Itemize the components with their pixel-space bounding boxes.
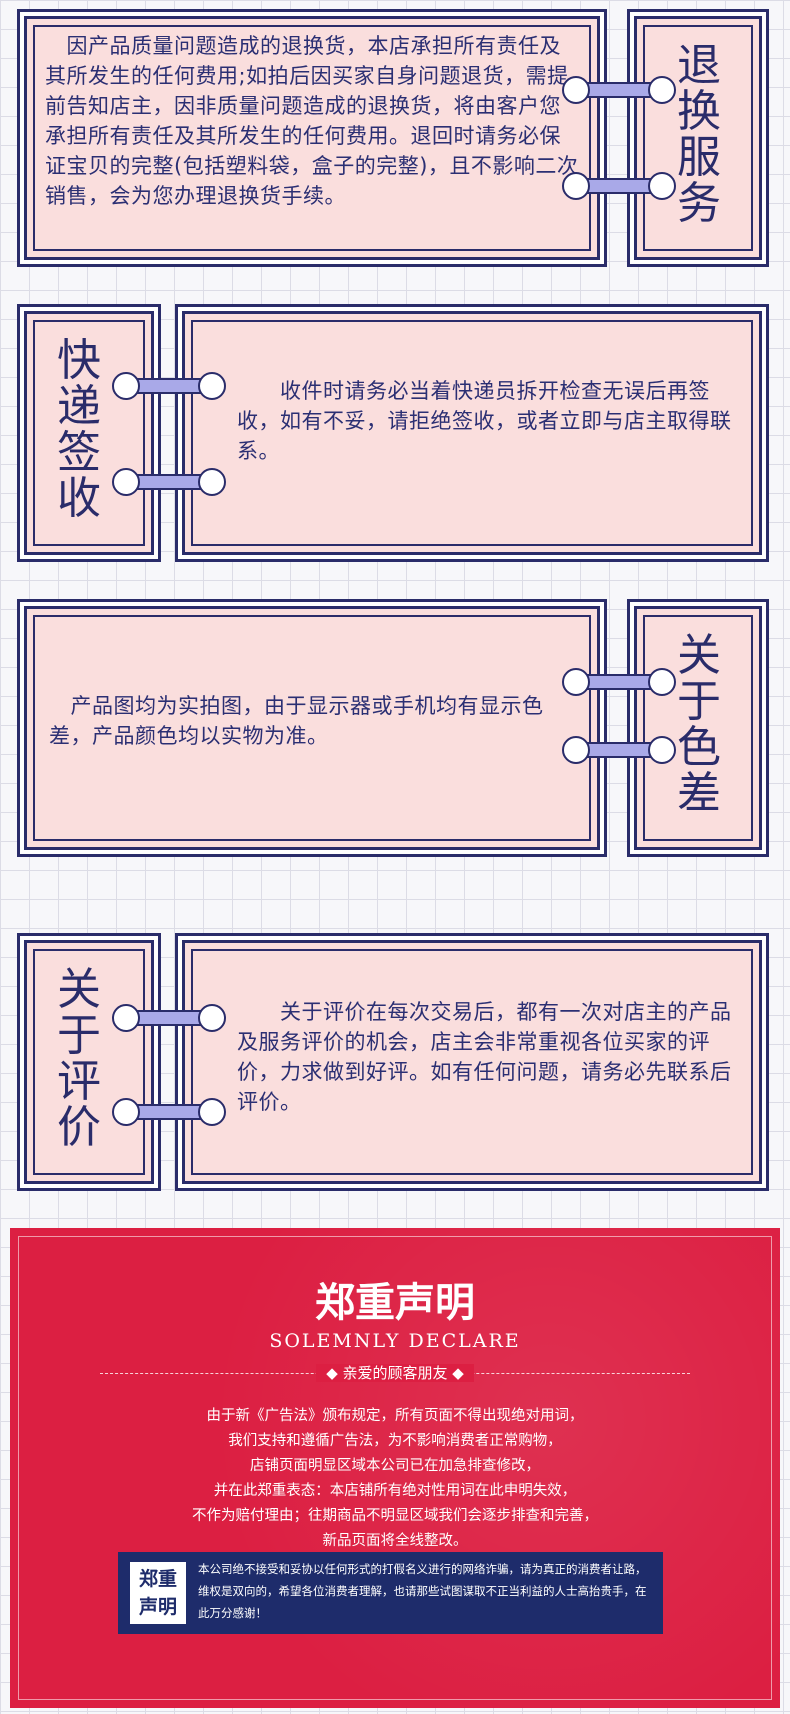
delivery-title: 快递签收 xyxy=(57,335,101,524)
greeting-text: ◆ 亲爱的顾客朋友 ◆ xyxy=(316,1364,474,1382)
binder-ring xyxy=(562,76,676,104)
card-inner-border xyxy=(33,615,591,841)
card-inner-border xyxy=(191,949,753,1175)
review-title: 关于评价 xyxy=(57,964,101,1153)
declaration-subtitle: SOLEMNLY DECLARE xyxy=(269,1330,521,1352)
notice-box: 郑重 声明 本公司绝不接受和妥协以任何形式的打假名义进行的网络诈骗，请为真正的消… xyxy=(118,1552,663,1634)
return-service-text: 因产品质量问题造成的退换货，本店承担所有责任及其所发生的任何费用;如拍后因买家自… xyxy=(45,34,579,208)
color-diff-title: 关于色差 xyxy=(677,630,721,819)
binder-ring xyxy=(112,1098,226,1126)
color-diff-text: 产品图均为实拍图，由于显示器或手机均有显示色差，产品颜色均以实物为准。 xyxy=(49,694,544,748)
binder-ring xyxy=(112,1004,226,1032)
badge-line-2: 声明 xyxy=(138,1596,177,1618)
badge-line-1: 郑重 xyxy=(138,1568,177,1590)
card-inner-border xyxy=(643,25,753,251)
card-inner-border xyxy=(33,25,591,251)
notice-badge: 郑重 声明 xyxy=(130,1562,186,1624)
review-title-card: 关于评价 xyxy=(20,936,158,1188)
return-service-text-card: 因产品质量问题造成的退换货，本店承担所有责任及其所发生的任何费用;如拍后因买家自… xyxy=(20,12,604,264)
binder-ring xyxy=(562,172,676,200)
delivery-text-card: 收件时请务必当着快递员拆开检查无误后再签收，如有不妥，请拒绝签收，或者立即与店主… xyxy=(178,307,766,559)
binder-ring xyxy=(562,736,676,764)
declaration-panel: 郑重声明 SOLEMNLY DECLARE ◆ 亲爱的顾客朋友 ◆ 由于新《广告… xyxy=(10,1228,780,1708)
declaration-title: 郑重声明 xyxy=(315,1280,475,1326)
review-text-card: 关于评价在每次交易后，都有一次对店主的产品及服务评价的机会，店主会非常重视各位买… xyxy=(178,936,766,1188)
card-inner-border xyxy=(643,615,753,841)
notice-text: 本公司绝不接受和妥协以任何形式的打假名义进行的网络诈骗，请为真正的消费者让路，维… xyxy=(198,1562,647,1620)
binder-ring xyxy=(112,372,226,400)
greeting-row: ◆ 亲爱的顾客朋友 ◆ xyxy=(10,1362,780,1383)
return-service-title: 退换服务 xyxy=(677,40,721,229)
panel-border xyxy=(18,1236,772,1700)
delivery-text: 收件时请务必当着快递员拆开检查无误后再签收，如有不妥，请拒绝签收，或者立即与店主… xyxy=(237,379,732,463)
color-diff-text-card: 产品图均为实拍图，由于显示器或手机均有显示色差，产品颜色均以实物为准。 xyxy=(20,602,604,854)
declaration-body: 由于新《广告法》颁布规定，所有页面不得出现绝对用词， 我们支持和遵循广告法，为不… xyxy=(192,1408,598,1549)
card-inner-border xyxy=(33,949,145,1175)
binder-ring xyxy=(562,668,676,696)
delivery-title-card: 快递签收 xyxy=(20,307,158,559)
card-inner-border xyxy=(191,320,753,546)
return-service-title-card: 退换服务 xyxy=(630,12,766,264)
card-inner-border xyxy=(33,320,145,546)
review-text: 关于评价在每次交易后，都有一次对店主的产品及服务评价的机会，店主会非常重视各位买… xyxy=(237,1000,732,1114)
color-diff-title-card: 关于色差 xyxy=(630,602,766,854)
binder-ring xyxy=(112,468,226,496)
